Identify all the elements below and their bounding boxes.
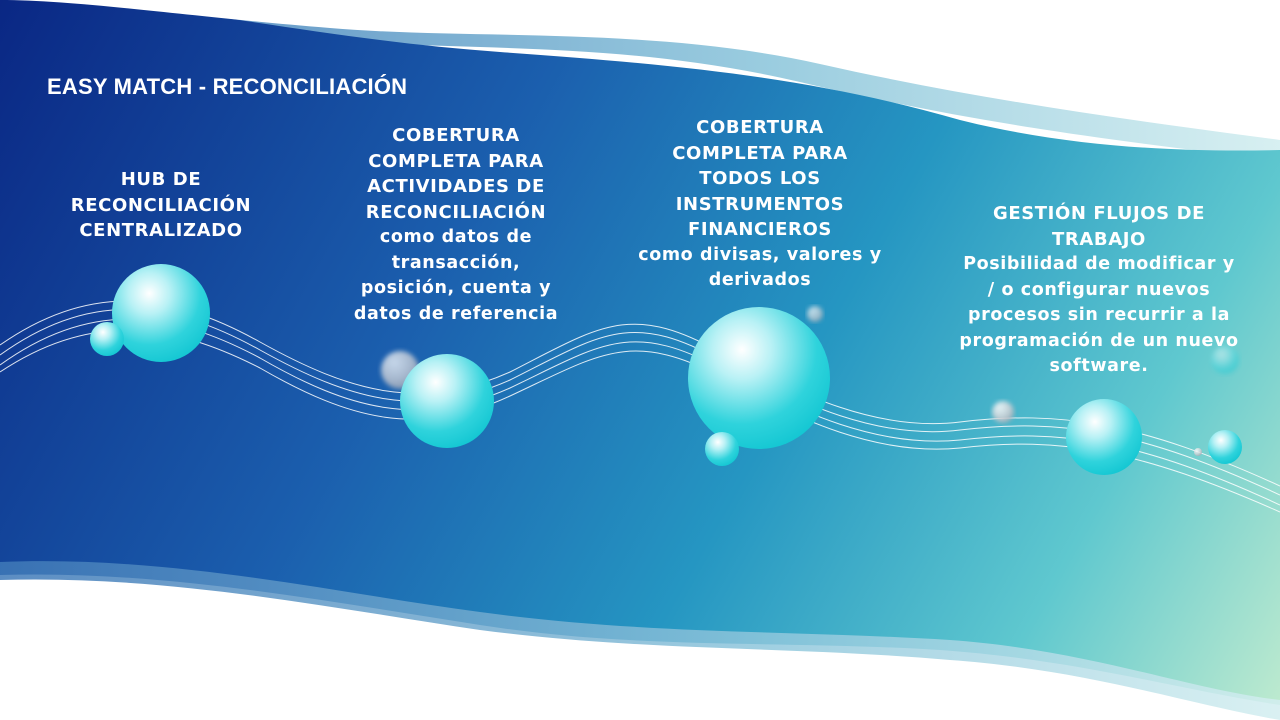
feature-description: como datos de transacción, posición, cue… — [353, 227, 559, 324]
feature-heading: GESTIÓN FLUJOS DE TRABAJO — [992, 203, 1206, 250]
feature-heading: HUB DE RECONCILIACIÓN CENTRALIZADO — [70, 169, 252, 241]
bubble-small-1 — [90, 322, 124, 356]
bubble-small-4 — [1208, 430, 1242, 464]
feature-description: como divisas, valores y derivados — [638, 244, 882, 291]
bubble-tiny-4 — [1194, 448, 1202, 456]
slide-title: EASY MATCH - RECONCILIACIÓN — [47, 74, 408, 99]
feature-cobertura-actividades: COBERTURA COMPLETA PARA ACTIVIDADES DE R… — [340, 123, 572, 327]
flow-lines — [0, 300, 1280, 513]
bubble-large-4 — [1066, 399, 1142, 475]
feature-description: Posibilidad de modificar y / o configura… — [959, 254, 1239, 376]
bubble-faded-4 — [1211, 346, 1239, 374]
feature-cobertura-instrumentos: COBERTURA COMPLETA PARA TODOS LOS INSTRU… — [625, 115, 895, 294]
bubble-small-3 — [705, 432, 739, 466]
feature-gestion-flujos: GESTIÓN FLUJOS DE TRABAJO Posibilidad de… — [940, 201, 1258, 380]
bubble-large-3 — [688, 307, 830, 449]
feature-heading: COBERTURA COMPLETA PARA ACTIVIDADES DE R… — [365, 125, 547, 223]
bubbles — [90, 264, 1242, 475]
bubble-large-1 — [112, 264, 210, 362]
feature-heading: COBERTURA COMPLETA PARA TODOS LOS INSTRU… — [672, 117, 848, 240]
bubble-tiny-3 — [807, 306, 823, 322]
feature-hub-centralizado: HUB DE RECONCILIACIÓN CENTRALIZADO — [40, 167, 282, 244]
bubble-large-2 — [400, 354, 494, 448]
bubble-grey-4 — [992, 401, 1014, 423]
